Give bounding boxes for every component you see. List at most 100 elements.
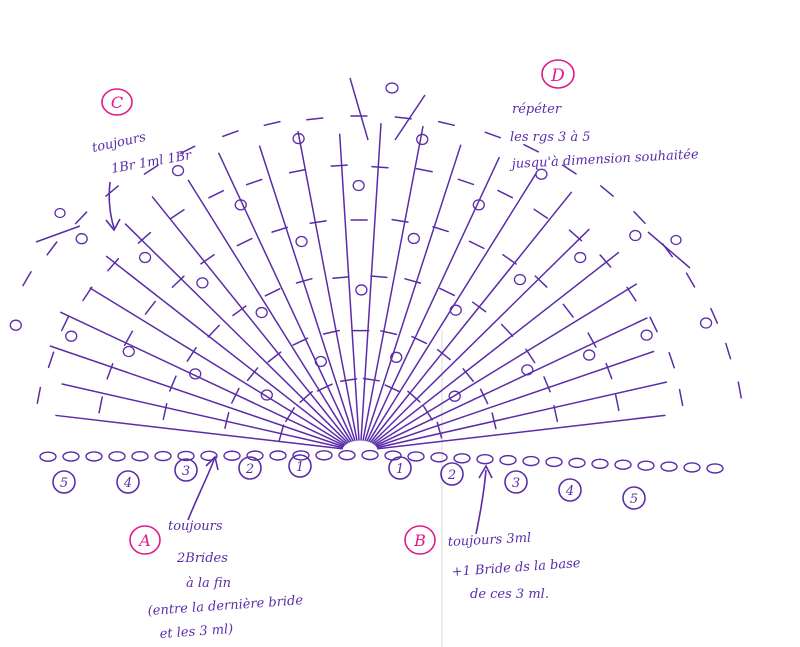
stitch-bar bbox=[432, 225, 449, 233]
stitch-bar bbox=[222, 130, 239, 138]
stitch-rows bbox=[22, 115, 742, 442]
row-number-5-left: 5 bbox=[52, 470, 76, 494]
arrow-c bbox=[105, 181, 121, 232]
stitch-ray bbox=[371, 228, 590, 444]
chain-stitch bbox=[499, 454, 517, 466]
stitch-bar bbox=[436, 348, 451, 361]
stitch-ray bbox=[394, 94, 426, 141]
svg-text:1: 1 bbox=[296, 460, 304, 475]
stitch-bar bbox=[169, 208, 185, 220]
chain-stitch bbox=[246, 450, 264, 461]
stitch-bar bbox=[497, 189, 514, 199]
chain-loops bbox=[9, 82, 713, 402]
stitch-ray bbox=[375, 317, 648, 447]
chain-loop bbox=[385, 82, 399, 94]
chain-loop bbox=[513, 273, 527, 286]
chain-loop bbox=[390, 351, 403, 363]
row-numbers-left: 5 4 3 2 1 bbox=[52, 454, 312, 494]
stitch-ray bbox=[374, 283, 638, 446]
stitch-ray bbox=[366, 156, 500, 442]
stitch-bar bbox=[35, 225, 81, 243]
stitch-bar bbox=[332, 276, 350, 280]
stitch-bar bbox=[725, 342, 732, 360]
stitch-bar bbox=[437, 120, 455, 127]
row-number-2-right: 2 bbox=[440, 462, 464, 486]
chain-stitch bbox=[62, 451, 80, 462]
svg-text:D: D bbox=[550, 66, 565, 86]
row-number-2-left: 2 bbox=[238, 456, 262, 480]
chain-loop bbox=[171, 164, 185, 177]
chain-loop bbox=[416, 133, 429, 146]
chain-loop bbox=[583, 349, 596, 361]
stitch-bar bbox=[169, 375, 177, 392]
stitch-ray bbox=[49, 345, 344, 448]
stitch-bar bbox=[179, 145, 196, 155]
svg-text:2: 2 bbox=[447, 468, 456, 483]
stitch-bar bbox=[553, 404, 559, 423]
stitch-bar bbox=[200, 253, 215, 265]
chain-loop bbox=[295, 235, 308, 248]
chain-stitch bbox=[706, 463, 724, 474]
chain-stitch bbox=[568, 457, 586, 469]
stitch-ray bbox=[338, 133, 360, 441]
stitch-bar bbox=[587, 332, 597, 348]
arrow-b bbox=[475, 464, 493, 535]
stitch-bar bbox=[436, 421, 443, 439]
chain-loop bbox=[65, 330, 78, 342]
svg-text:2: 2 bbox=[245, 462, 254, 477]
stitch-bar bbox=[668, 351, 675, 369]
chain-loop bbox=[75, 233, 88, 245]
chain-stitch bbox=[637, 460, 655, 471]
stitch-bar bbox=[649, 316, 658, 333]
stitch-bar bbox=[299, 390, 313, 403]
marker-d: D bbox=[541, 59, 575, 89]
stitch-ray bbox=[377, 414, 666, 450]
stitch-bar bbox=[491, 412, 497, 430]
stitch-bar bbox=[626, 286, 637, 302]
stitch-ray bbox=[124, 223, 349, 444]
stitch-bar bbox=[186, 346, 197, 362]
stitch-bar bbox=[678, 388, 684, 407]
chain-stitch bbox=[108, 451, 126, 462]
stitch-bar bbox=[468, 240, 485, 250]
chain-loop bbox=[122, 345, 135, 358]
chain-loop bbox=[472, 199, 485, 211]
stitch-bar bbox=[271, 226, 289, 233]
stitch-bar bbox=[278, 424, 285, 442]
stitch-bar bbox=[647, 231, 691, 269]
row-number-4-right: 4 bbox=[558, 478, 582, 502]
stitch-bar bbox=[479, 388, 489, 405]
chain-stitch bbox=[269, 450, 287, 461]
stitch-bar bbox=[685, 272, 696, 288]
chain-stitch bbox=[683, 462, 701, 473]
chain-loop bbox=[448, 390, 461, 402]
svg-text:3: 3 bbox=[512, 476, 520, 491]
stitch-bar bbox=[47, 351, 55, 369]
stitch-bar bbox=[231, 387, 240, 404]
stitch-ray bbox=[89, 287, 346, 446]
stitch-ray bbox=[105, 255, 348, 445]
chain-loop bbox=[640, 329, 653, 341]
stitch-ray bbox=[369, 191, 573, 443]
chain-loop bbox=[355, 284, 368, 296]
stitch-bar bbox=[415, 167, 433, 173]
svg-text:5: 5 bbox=[630, 492, 638, 507]
stitch-bar bbox=[710, 307, 719, 324]
svg-text:à la fin: à la fin bbox=[186, 576, 231, 591]
stitch-bar bbox=[384, 384, 401, 393]
stitch-ray bbox=[372, 251, 620, 445]
chain-stitch bbox=[430, 452, 448, 463]
stitch-bar bbox=[123, 330, 134, 346]
row-numbers-right: 1 2 3 4 5 bbox=[388, 456, 646, 510]
stitch-bar bbox=[339, 378, 358, 382]
stitch-bar bbox=[224, 411, 230, 429]
stitch-bar bbox=[562, 303, 574, 318]
row-number-3-left: 3 bbox=[174, 458, 198, 482]
chain-loop bbox=[352, 179, 365, 192]
stitch-bar bbox=[543, 376, 551, 393]
svg-text:C: C bbox=[111, 93, 123, 112]
stitch-bar bbox=[422, 405, 433, 421]
stitch-bar bbox=[295, 277, 313, 284]
chain-loop bbox=[138, 251, 152, 264]
stitch-ray bbox=[187, 179, 352, 443]
